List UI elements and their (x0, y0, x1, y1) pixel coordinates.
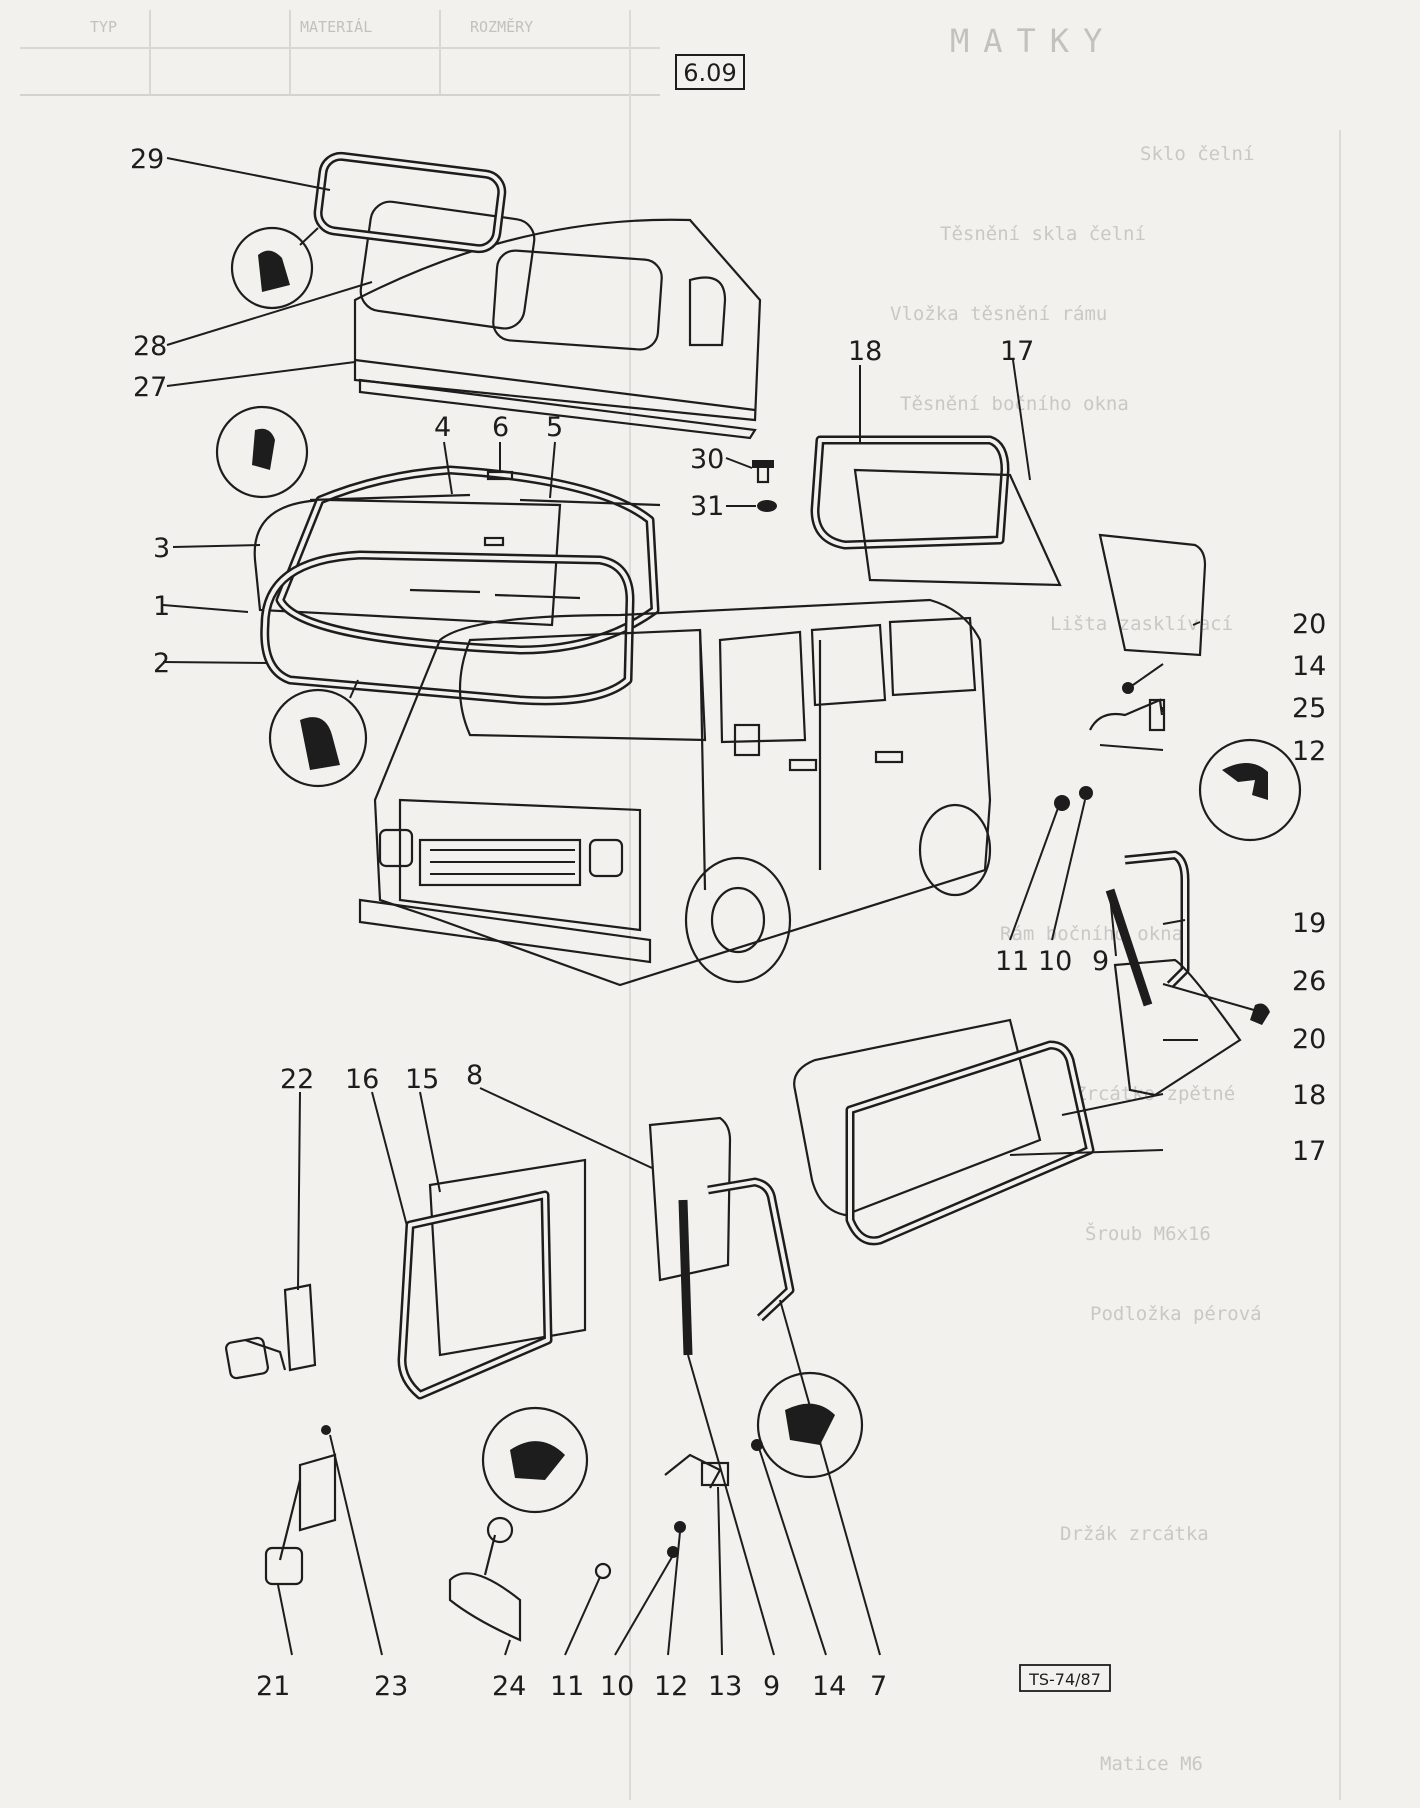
callout-20-lower: 20 (1292, 1024, 1326, 1055)
drawing-code: TS-74/87 (1028, 1670, 1101, 1689)
callout-12-right: 12 (1292, 736, 1326, 767)
drawing-code-box: TS-74/87 (1019, 1664, 1111, 1692)
page-code-box: 6.09 (675, 54, 745, 90)
interior-mirror-24 (448, 1516, 522, 1642)
page-code: 6.09 (683, 59, 736, 87)
side-window-lower (793, 1018, 1095, 1246)
callout-19: 19 (1292, 908, 1326, 939)
faded-row: Lišta zasklívací (1050, 613, 1233, 635)
callout-1: 1 (153, 591, 170, 622)
callout-23: 23 (374, 1671, 408, 1702)
callout-13: 13 (708, 1671, 742, 1702)
faded-row: Těsnění skla čelní (940, 223, 1146, 245)
callout-21: 21 (256, 1671, 290, 1702)
van-body (358, 598, 992, 987)
callout-3: 3 (153, 533, 170, 564)
faded-row: Rám bočního okna (1000, 923, 1183, 945)
callout-14-right: 14 (1292, 651, 1326, 682)
faded-header-dimensions: ROZMĚRY (470, 17, 533, 36)
faded-header-type: TYP (90, 18, 117, 36)
callout-4: 4 (434, 412, 451, 443)
quarter-window-lower-left (397, 1158, 589, 1514)
callout-18-lower: 18 (1292, 1080, 1326, 1111)
callout-24: 24 (492, 1671, 526, 1702)
faded-row: Matice M6 (1100, 1753, 1203, 1775)
faded-row: Těsnění bočního okna (900, 393, 1129, 415)
sliding-window-parts-right (1054, 533, 1302, 1097)
callout-11-right: 11 (995, 946, 1029, 977)
callout-22: 22 (280, 1064, 314, 1095)
faded-row: Držák zrcátka (1060, 1523, 1209, 1545)
callout-17-lower: 17 (1292, 1136, 1326, 1167)
screw-and-nut (752, 460, 777, 512)
side-window-upper (810, 435, 1062, 587)
callout-17-upper: 17 (1000, 336, 1034, 367)
callout-10-right: 10 (1038, 946, 1072, 977)
callout-2: 2 (153, 648, 170, 679)
callout-31: 31 (690, 491, 724, 522)
exterior-mirror-21 (264, 1425, 337, 1586)
callout-28: 28 (133, 331, 167, 362)
vent-frame-lower (594, 1116, 864, 1580)
callout-25: 25 (1292, 693, 1326, 724)
callout-29: 29 (130, 144, 164, 175)
callout-27: 27 (133, 372, 167, 403)
callout-20-upper: 20 (1292, 609, 1326, 640)
rear-door-panel (230, 151, 762, 440)
callout-15: 15 (405, 1064, 439, 1095)
callout-8: 8 (466, 1060, 483, 1091)
callout-9-right: 9 (1092, 946, 1109, 977)
callout-18-upper: 18 (848, 336, 882, 367)
faded-row: Podložka pérová (1090, 1303, 1262, 1325)
faded-row: Vložka těsnění rámu (890, 303, 1107, 325)
faded-row: Šroub M6x16 (1085, 1221, 1211, 1245)
windscreen-group (215, 405, 661, 788)
faded-header-material: MATERIÁL (300, 17, 372, 36)
leader-lines (162, 157, 1255, 1656)
callout-16: 16 (345, 1064, 379, 1095)
faded-parts-table: TYP MATERIÁL ROZMĚRY MATKY Sklo čelní Tě… (20, 10, 1341, 1800)
callout-14-bottom: 14 (812, 1671, 846, 1702)
callout-5: 5 (546, 412, 563, 443)
exterior-mirror-22 (225, 1283, 317, 1380)
callout-6: 6 (492, 412, 509, 443)
callout-30: 30 (690, 444, 724, 475)
callout-26: 26 (1292, 966, 1326, 997)
callout-11-bottom: 11 (550, 1671, 584, 1702)
faded-header-nuts: MATKY (950, 22, 1116, 60)
faded-row: Sklo čelní (1140, 143, 1254, 165)
callout-numbers: 29 28 27 4 6 5 30 31 18 17 3 1 2 20 14 2… (130, 144, 1326, 1702)
callout-10-bottom: 10 (600, 1671, 634, 1702)
callout-9-bottom: 9 (763, 1671, 780, 1702)
callout-7: 7 (870, 1671, 887, 1702)
callout-12-bottom: 12 (654, 1671, 688, 1702)
